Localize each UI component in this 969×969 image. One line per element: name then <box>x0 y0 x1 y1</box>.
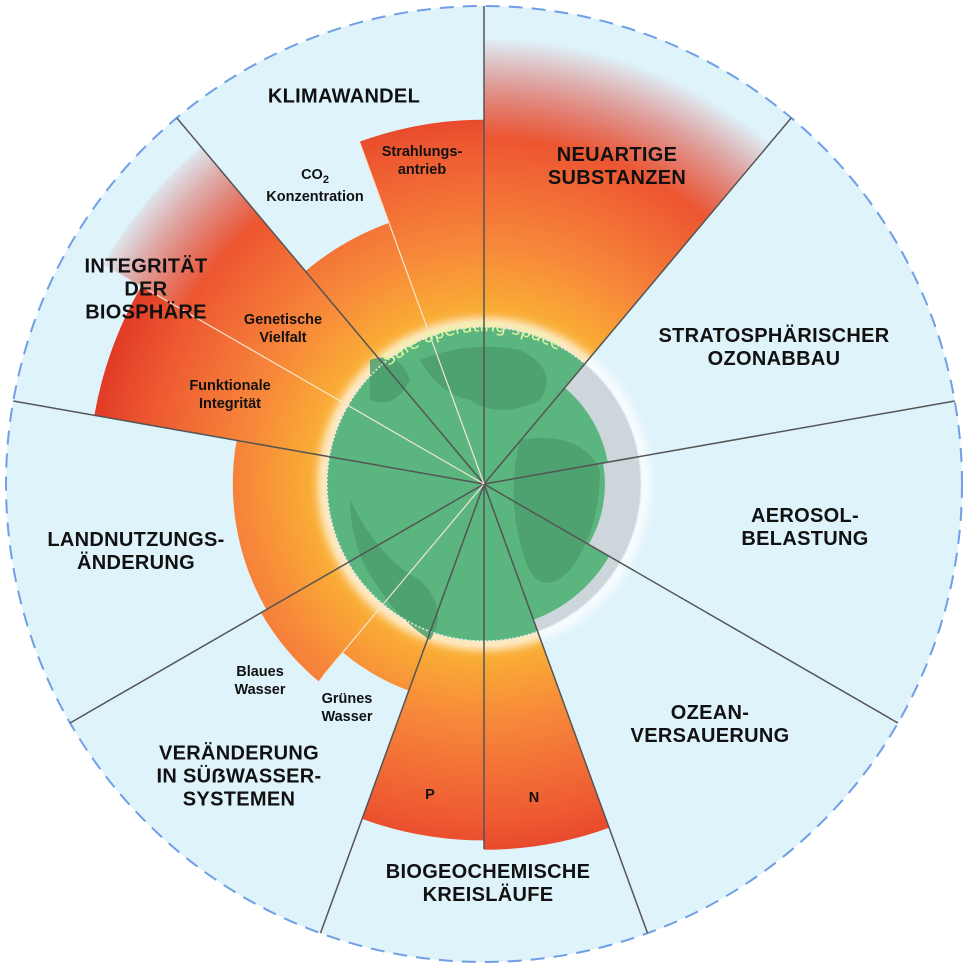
earth-segment <box>329 405 484 484</box>
earth-segment <box>383 336 484 484</box>
earth-segment <box>430 484 484 641</box>
sub-divider <box>358 141 485 485</box>
safe-boundary <box>326 326 642 642</box>
sector-divider <box>483 483 899 724</box>
label-klimawandel: KLIMAWANDEL <box>267 85 421 108</box>
label-aerosol: AEROSOL-BELASTUNG <box>741 505 869 550</box>
label-ozeanversauerung: OZEAN-VERSAUERUNG <box>630 702 790 747</box>
label-n: N <box>528 789 540 806</box>
earth-segment <box>484 484 538 641</box>
sector-divider <box>13 400 485 485</box>
sub-divider <box>137 283 485 485</box>
sector-divider <box>319 483 485 934</box>
label-p: P <box>425 786 435 803</box>
sector-divider <box>483 400 955 485</box>
sector-divider <box>483 117 792 485</box>
sector-dividers <box>13 6 955 934</box>
sector-divider <box>483 483 649 934</box>
sub-divider <box>322 483 485 676</box>
sector-divider <box>176 117 485 485</box>
label-strahlungsantrieb: Strahlungs-antrieb <box>381 143 463 178</box>
sector-divider <box>69 483 485 724</box>
label-landnutzung: LANDNUTZUNGS-ÄNDERUNG <box>47 529 225 574</box>
